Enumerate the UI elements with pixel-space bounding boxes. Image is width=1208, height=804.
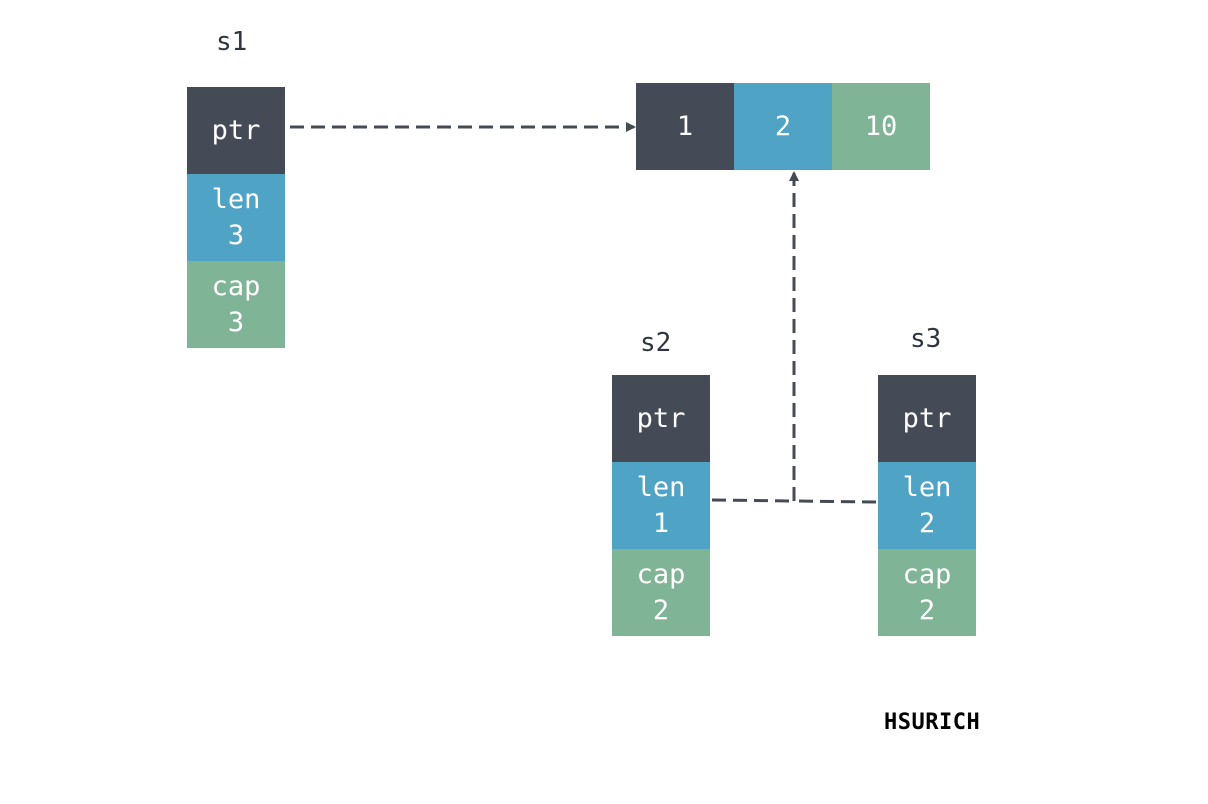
- s2-ptr-connector: [711, 498, 795, 503]
- s1-label: s1: [216, 27, 248, 57]
- s3-ptr-connector: [793, 499, 877, 504]
- s2-len-label: len: [636, 472, 686, 504]
- s1-ptr-cell: ptr: [187, 87, 285, 174]
- array-element-2: 10: [832, 83, 930, 170]
- array-element-1: 2: [734, 83, 832, 170]
- s2-len-value: 1: [652, 507, 670, 539]
- s1-slice-header: ptr len 3 cap 3: [187, 87, 285, 348]
- s3-cap-label: cap: [902, 559, 952, 591]
- s1-cap-value: 3: [227, 306, 245, 338]
- backing-array: 1 2 10: [636, 83, 930, 170]
- s2-label: s2: [640, 328, 672, 358]
- s3-slice-header: ptr len 2 cap 2: [878, 375, 976, 636]
- s2-cap-cell: cap 2: [612, 549, 710, 636]
- s3-len-cell: len 2: [878, 462, 976, 549]
- s3-cap-cell: cap 2: [878, 549, 976, 636]
- s3-cap-value: 2: [918, 594, 936, 626]
- array-element-0: 1: [636, 83, 734, 170]
- s3-ptr-cell: ptr: [878, 375, 976, 462]
- s2-cap-label: cap: [636, 559, 686, 591]
- s2-cap-value: 2: [652, 594, 670, 626]
- s1-len-value: 3: [227, 219, 245, 251]
- watermark-text: HSURICH: [884, 710, 981, 735]
- s2-len-cell: len 1: [612, 462, 710, 549]
- s1-cap-label: cap: [211, 271, 261, 303]
- s2-slice-header: ptr len 1 cap 2: [612, 375, 710, 636]
- s1-ptr-label: ptr: [211, 114, 261, 146]
- s1-cap-cell: cap 3: [187, 261, 285, 348]
- s3-ptr-label: ptr: [902, 402, 952, 434]
- s3-len-label: len: [902, 472, 952, 504]
- s1-len-label: len: [211, 184, 261, 216]
- s3-label: s3: [910, 324, 942, 354]
- s2-ptr-label: ptr: [636, 402, 686, 434]
- s1-len-cell: len 3: [187, 174, 285, 261]
- s2-ptr-cell: ptr: [612, 375, 710, 462]
- s3-len-value: 2: [918, 507, 936, 539]
